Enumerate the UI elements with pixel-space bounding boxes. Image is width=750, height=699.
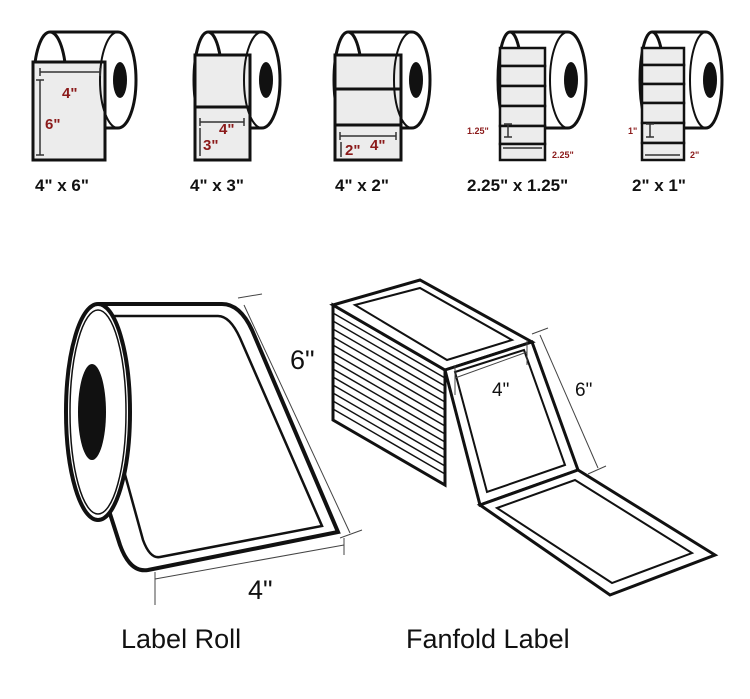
label-roll-illustration: 6" 4" Label Roll [64, 293, 363, 654]
height-mark: 3" [203, 137, 218, 154]
label-sheet [498, 142, 547, 162]
size-caption: 2.25" x 1.25" [467, 176, 568, 195]
width-mark: 4" [370, 137, 385, 154]
roll-4x6: 4" 6" 4" x 6" [31, 30, 138, 195]
roll-4x2: 2" 4" 4" x 2" [332, 30, 432, 195]
size-caption: 2" x 1" [632, 176, 686, 195]
height-mark: 6" [575, 380, 592, 401]
size-caption: 4" x 6" [35, 176, 89, 195]
roll-core [703, 62, 717, 98]
roll-core [113, 62, 127, 98]
fanfold-caption: Fanfold Label [406, 624, 570, 654]
height-mark: 6" [45, 116, 60, 133]
roll-2x1: 1" 2" 2" x 1" [628, 30, 724, 195]
height-mark: 6" [290, 345, 315, 375]
width-mark: 2.25" [552, 150, 574, 160]
height-mark: 2" [345, 142, 360, 159]
roll-core [78, 364, 106, 460]
label-sheet [333, 123, 403, 162]
height-mark: 1" [628, 126, 637, 136]
height-mark: 1.25" [467, 126, 489, 136]
roll-core [564, 62, 578, 98]
label-roll-caption: Label Roll [121, 624, 241, 654]
label-sheet [640, 141, 686, 162]
size-caption: 4" x 2" [335, 176, 389, 195]
width-mark: 4" [219, 121, 234, 138]
stack-edges [332, 312, 446, 475]
roll-core [259, 62, 273, 98]
label-sheet [193, 105, 252, 162]
label-face [104, 314, 324, 559]
roll-core [409, 62, 423, 98]
size-caption: 4" x 3" [190, 176, 244, 195]
label-sheet [31, 60, 107, 162]
width-mark: 4" [492, 380, 509, 401]
width-mark: 4" [62, 85, 77, 102]
roll-2.25x1.25: 1.25" 2.25" 2.25" x 1.25" [467, 30, 588, 195]
width-mark: 2" [690, 150, 699, 160]
width-mark: 4" [248, 575, 273, 605]
roll-4x3: 4" 3" 4" x 3" [190, 30, 282, 195]
fanfold-illustration: 4" 6" Fanfold Label [329, 278, 719, 654]
